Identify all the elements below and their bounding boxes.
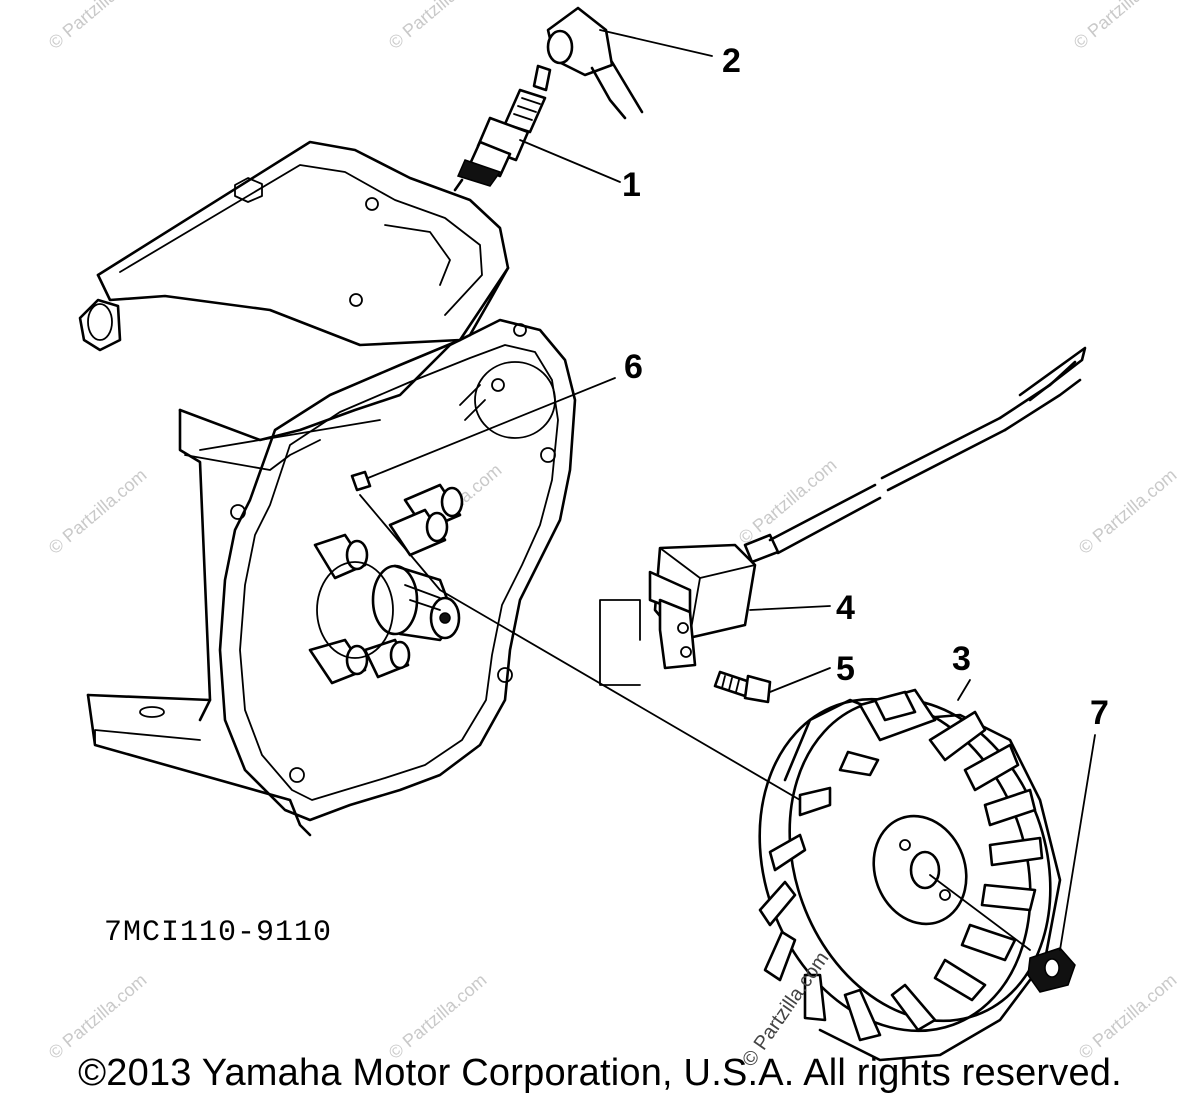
callout-7: 7 bbox=[1090, 694, 1109, 732]
callout-4: 4 bbox=[836, 589, 855, 627]
callout-6: 6 bbox=[624, 348, 643, 386]
flywheel bbox=[758, 688, 1062, 1062]
callout-5: 5 bbox=[836, 650, 855, 688]
woodruff-key bbox=[350, 470, 372, 492]
callout-2: 2 bbox=[722, 42, 741, 80]
callout-3: 3 bbox=[952, 640, 971, 678]
coil-bolt bbox=[713, 670, 772, 704]
watermark: © Partzilla.com bbox=[45, 465, 151, 558]
diagram-code: 7MCI110-9110 bbox=[104, 916, 332, 950]
crankshaft-hub bbox=[316, 561, 461, 659]
cooling-fins bbox=[758, 710, 1044, 1042]
watermark: © Partzilla.com bbox=[45, 970, 151, 1063]
spark-plug bbox=[453, 64, 552, 192]
stator-posts bbox=[308, 483, 464, 685]
callout-labels: 1 2 3 4 5 6 7 bbox=[622, 42, 1109, 732]
spark-plug-cap bbox=[546, 6, 644, 120]
watermark: © Partzilla.com bbox=[1075, 970, 1181, 1063]
ignition-coil bbox=[648, 346, 1087, 670]
leader-lines bbox=[367, 29, 1096, 951]
watermark: © Partzilla.com bbox=[385, 0, 491, 53]
watermark: © Partzilla.com bbox=[1075, 465, 1181, 558]
watermark: © Partzilla.com bbox=[1070, 0, 1176, 53]
engine-block bbox=[78, 140, 641, 837]
flywheel-nut bbox=[1027, 947, 1076, 993]
watermark: © Partzilla.com bbox=[385, 970, 491, 1063]
watermark: © Partzilla.com bbox=[735, 455, 841, 548]
copyright-notice: ©2013 Yamaha Motor Corporation, U.S.A. A… bbox=[78, 1052, 1122, 1094]
callout-1: 1 bbox=[622, 166, 641, 204]
watermark: © Partzilla.com bbox=[45, 0, 151, 53]
